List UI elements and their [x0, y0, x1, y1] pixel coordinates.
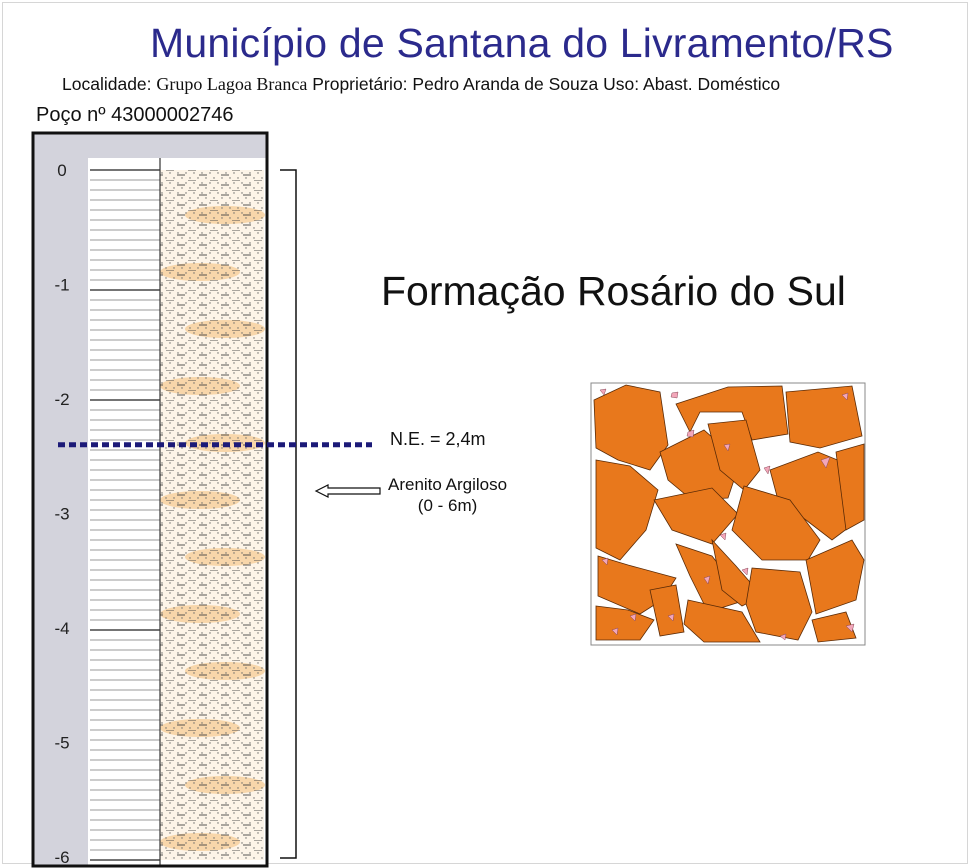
proprietario-value: Pedro Aranda de Souza	[412, 74, 599, 94]
depth-tick-label: -6	[54, 848, 69, 867]
well-info-line: Localidade: Grupo Lagoa Branca Proprietá…	[62, 74, 780, 95]
uso-value: Abast. Doméstico	[643, 74, 781, 94]
depth-tick-label: -5	[54, 734, 69, 753]
lithology-label: Arenito Argiloso (0 - 6m)	[388, 474, 507, 516]
interval-bracket	[280, 169, 297, 859]
well-number: Poço nº 43000002746	[36, 104, 234, 126]
lithology-arrow-icon	[314, 484, 381, 498]
localidade-label: Localidade:	[62, 74, 152, 94]
depth-tick-label: -2	[54, 390, 69, 409]
depth-tick-label: -1	[54, 276, 69, 295]
lithology-name: Arenito Argiloso	[388, 475, 508, 494]
log-column-border	[31, 131, 269, 868]
water-level-label: N.E. = 2,4m	[390, 429, 486, 449]
clay-dashes	[160, 170, 264, 860]
page-title: Município de Santana do Livramento/RS	[150, 20, 894, 66]
localidade-value: Grupo Lagoa Branca	[156, 74, 308, 94]
proprietario-label: Proprietário:	[312, 74, 408, 94]
depth-tick-label: -4	[54, 619, 69, 638]
uso-label: Uso:	[603, 74, 640, 94]
formation-name: Formação Rosário do Sul	[381, 268, 846, 314]
layer-lines	[90, 169, 160, 861]
depth-tick-label: -3	[54, 505, 69, 524]
depth-tick-label: 0	[57, 161, 66, 180]
lithology-interval: (0 - 6m)	[417, 496, 478, 515]
formation-texture	[590, 382, 866, 646]
